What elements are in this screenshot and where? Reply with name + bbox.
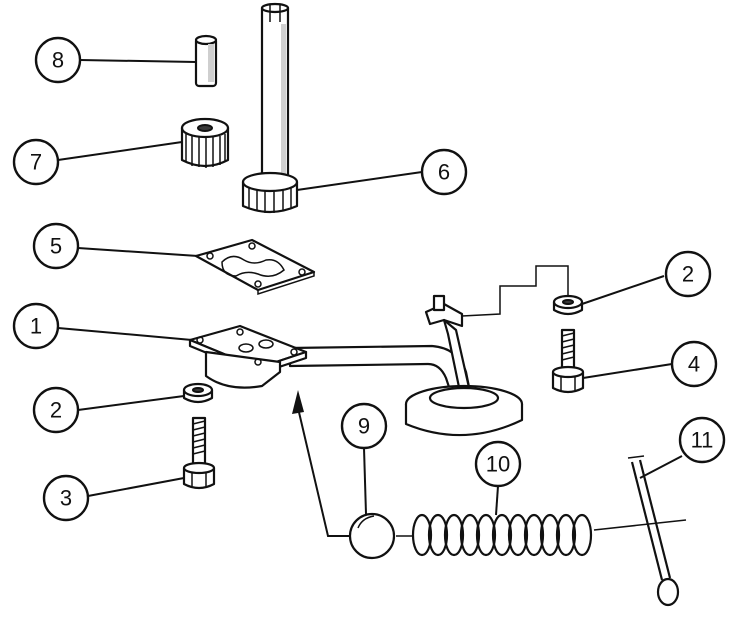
part-gasket [194, 238, 316, 296]
callout-3: 3 [42, 474, 90, 522]
callout-label: 5 [50, 234, 62, 259]
callout-label: 2 [50, 398, 62, 423]
part-drive-shaft [241, 2, 299, 214]
callout-label: 4 [688, 352, 700, 377]
callout-9: 9 [340, 402, 388, 450]
callout-10: 10 [474, 440, 522, 488]
part-dowel-pin [194, 34, 218, 88]
callout-1: 1 [12, 302, 60, 350]
part-washer-right [552, 294, 584, 316]
callout-label: 6 [438, 160, 450, 185]
callout-7: 7 [12, 138, 60, 186]
part-spring [396, 513, 687, 557]
callout-6: 6 [420, 148, 468, 196]
part-ball [348, 512, 396, 560]
callout-label: 8 [52, 48, 64, 73]
part-washer-left [182, 382, 214, 404]
callout-label: 9 [358, 414, 370, 439]
callout-label: 11 [691, 428, 714, 453]
callout-label: 1 [30, 314, 42, 339]
assembly-arrow [292, 390, 350, 537]
leader-lines [57, 59, 683, 516]
callout-label: 7 [30, 150, 42, 175]
part-bolt-left [182, 416, 216, 490]
part-small-gear [180, 117, 230, 168]
callout-label: 10 [486, 452, 510, 477]
part-pump-body [188, 294, 524, 437]
callout-5: 5 [32, 222, 80, 270]
bracket-routing-line [461, 265, 569, 317]
callout-2-left: 2 [32, 386, 80, 434]
callout-2-right: 2 [664, 250, 712, 298]
callout-label: 2 [682, 262, 694, 287]
callout-label: 3 [60, 486, 72, 511]
part-bolt-right [551, 328, 585, 394]
callout-11: 11 [678, 416, 726, 464]
callout-8: 8 [34, 36, 82, 84]
part-split-pin [627, 455, 680, 607]
callout-4: 4 [670, 340, 718, 388]
